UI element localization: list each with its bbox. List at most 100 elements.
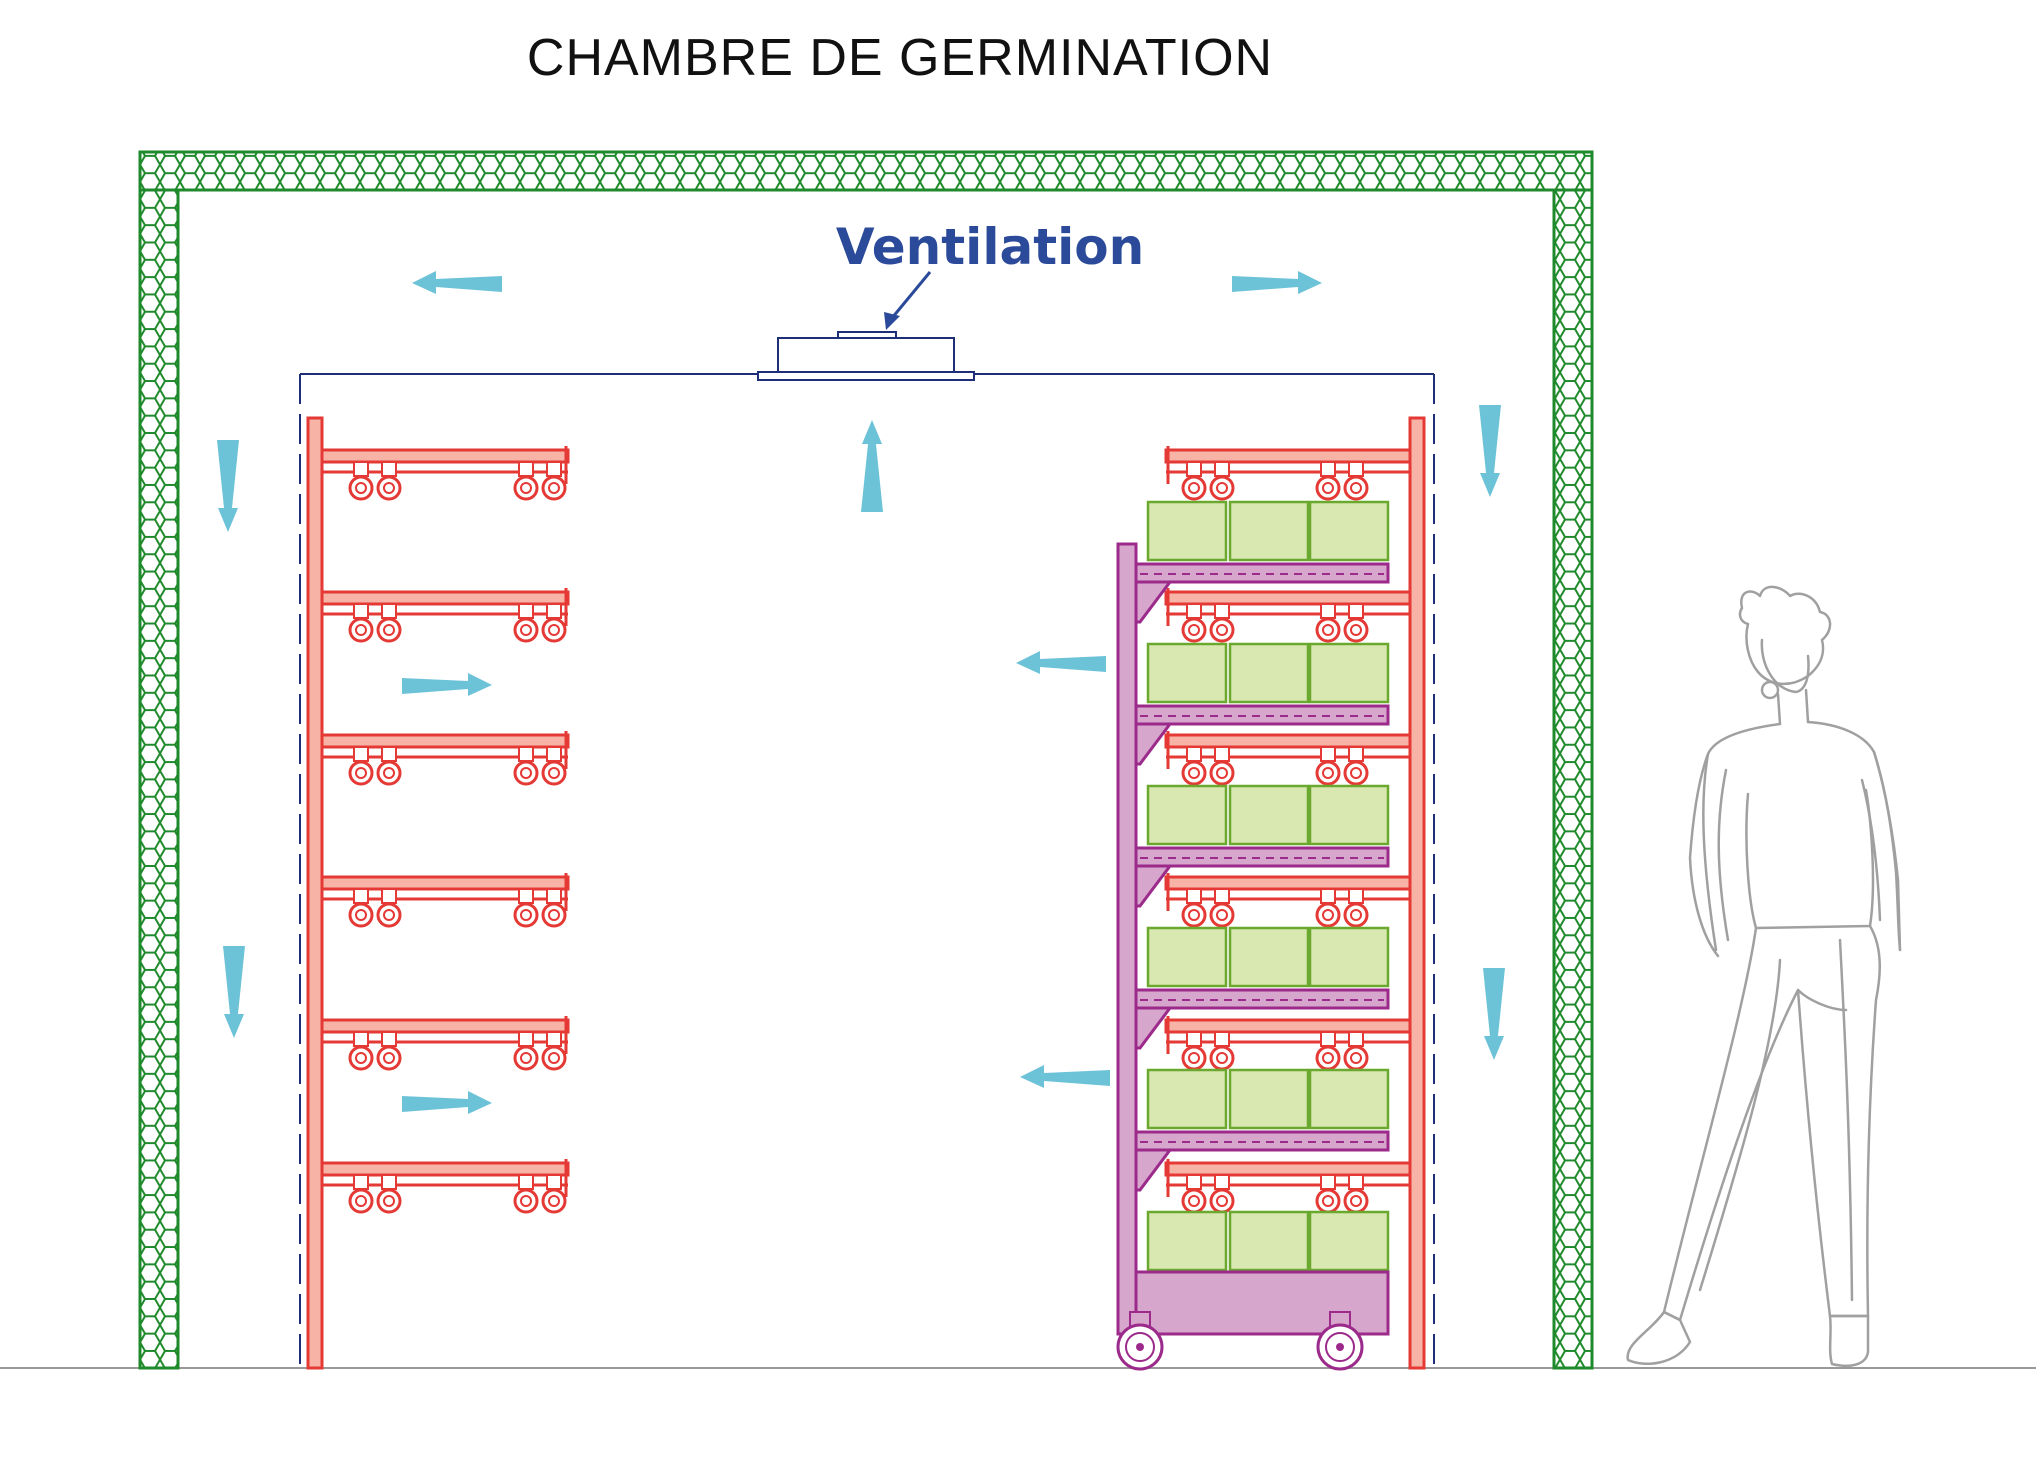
shelf-bracket: [1134, 1148, 1173, 1192]
wheel-icon: [513, 888, 539, 928]
shelf-bracket: [1134, 580, 1173, 624]
rail-bar: [1164, 590, 1412, 606]
arrow-icon: [861, 420, 883, 512]
person-earring: [1760, 680, 1780, 700]
rack-rail-right: [1164, 1159, 1412, 1214]
shelf-plate: [1134, 1130, 1390, 1152]
arrow-icon: [402, 673, 492, 696]
person-leg-folds: [1698, 938, 1854, 1302]
rail-bar: [1164, 1161, 1412, 1177]
rack-post-right: [1408, 416, 1426, 1370]
germination-tray: [1228, 500, 1310, 562]
trolley-handle: [1116, 542, 1138, 1336]
wheel-icon: [513, 1174, 539, 1214]
shelf-bracket: [1134, 1006, 1173, 1050]
person-neck: [1776, 688, 1810, 726]
wheel-icon: [1343, 746, 1369, 786]
person-face: [1760, 638, 1810, 694]
rail-bar: [1164, 875, 1412, 891]
germination-tray: [1228, 1068, 1310, 1130]
person-right-arm: [1860, 750, 1902, 952]
shelf-bracket: [1134, 1290, 1173, 1334]
wheel-icon: [1343, 1174, 1369, 1214]
wheel-icon: [1181, 1031, 1207, 1071]
wheel-icon: [513, 1031, 539, 1071]
wheel-icon: [1181, 1174, 1207, 1214]
wheel-icon: [376, 888, 402, 928]
shelf-plate: [1134, 1272, 1390, 1294]
person-icon: [1626, 585, 1902, 1368]
wheel-icon: [541, 746, 567, 786]
germination-tray: [1228, 784, 1310, 846]
rack-rail-right: [1164, 588, 1412, 643]
insulated-wall: [138, 150, 1594, 1370]
germination-tray: [1146, 500, 1228, 562]
arrow-icon: [1483, 968, 1505, 1060]
rail-bar: [320, 1161, 570, 1177]
wheel-icon: [1316, 1311, 1364, 1371]
wheel-icon: [1209, 461, 1235, 501]
person-sweater: [1688, 720, 1902, 958]
germination-tray: [1228, 926, 1310, 988]
wheel-icon: [1315, 746, 1341, 786]
germination-tray: [1308, 1210, 1390, 1272]
wheel-icon: [1209, 888, 1235, 928]
rail-bar: [320, 733, 570, 749]
wheel-icon: [1343, 603, 1369, 643]
germination-tray: [1146, 784, 1228, 846]
wheel-icon: [348, 1031, 374, 1071]
wheel-icon: [376, 1174, 402, 1214]
insulated-wall-left: [138, 188, 180, 1370]
shelf-plate: [1134, 846, 1390, 868]
rack-rail-right: [1164, 446, 1412, 501]
person-right-shoe: [1828, 1314, 1870, 1368]
wheel-icon: [1315, 888, 1341, 928]
wheel-icon: [376, 461, 402, 501]
rack-rail-left: [320, 1159, 570, 1214]
shelf-plate: [1134, 704, 1390, 726]
rail-bar: [1164, 448, 1412, 464]
wheel-icon: [541, 1174, 567, 1214]
wheel-icon: [1343, 888, 1369, 928]
rack-rail-left: [320, 873, 570, 928]
page-title: CHAMBRE DE GERMINATION: [526, 29, 1274, 87]
wheel-icon: [1315, 1174, 1341, 1214]
trolley-shelf: [1134, 784, 1390, 908]
person-legs: [1662, 924, 1882, 1322]
rack-rail-left: [320, 446, 570, 501]
germination-tray: [1308, 1068, 1390, 1130]
wheel-icon: [1181, 746, 1207, 786]
wheel-icon: [348, 1174, 374, 1214]
ventilation-pointer-arrow: [884, 271, 932, 330]
rail-bar: [320, 875, 570, 891]
person-left-arm: [1702, 752, 1730, 952]
germination-tray: [1308, 784, 1390, 846]
wheel-icon: [1209, 1031, 1235, 1071]
wheel-icon: [513, 461, 539, 501]
insulated-wall-top: [138, 150, 1594, 192]
trolley-shelf: [1134, 1210, 1390, 1334]
wheel-icon: [1209, 746, 1235, 786]
wheel-icon: [541, 461, 567, 501]
airflow-arrows: [217, 271, 1505, 1114]
rail-bar: [1164, 733, 1412, 749]
arrow-icon: [1020, 1065, 1110, 1088]
trolley-shelf: [1134, 500, 1390, 624]
fixed-rack: [306, 416, 1426, 1370]
wheel-icon: [376, 746, 402, 786]
ventilation-unit-icon: [757, 331, 975, 381]
rail-bar: [1164, 1018, 1412, 1034]
person-left-shoe: [1626, 1310, 1692, 1366]
inner-enclosure: [299, 373, 1435, 1368]
wheel-icon: [1209, 603, 1235, 643]
wheel-icon: [541, 1031, 567, 1071]
germination-tray: [1146, 642, 1228, 704]
rack-rail-right: [1164, 873, 1412, 928]
rack-rail-left: [320, 731, 570, 786]
trolley-shelf: [1134, 642, 1390, 766]
wheel-icon: [1181, 603, 1207, 643]
trolley-base: [1134, 1270, 1390, 1336]
wheel-icon: [348, 461, 374, 501]
germination-tray: [1308, 500, 1390, 562]
rack-rail-right: [1164, 731, 1412, 786]
